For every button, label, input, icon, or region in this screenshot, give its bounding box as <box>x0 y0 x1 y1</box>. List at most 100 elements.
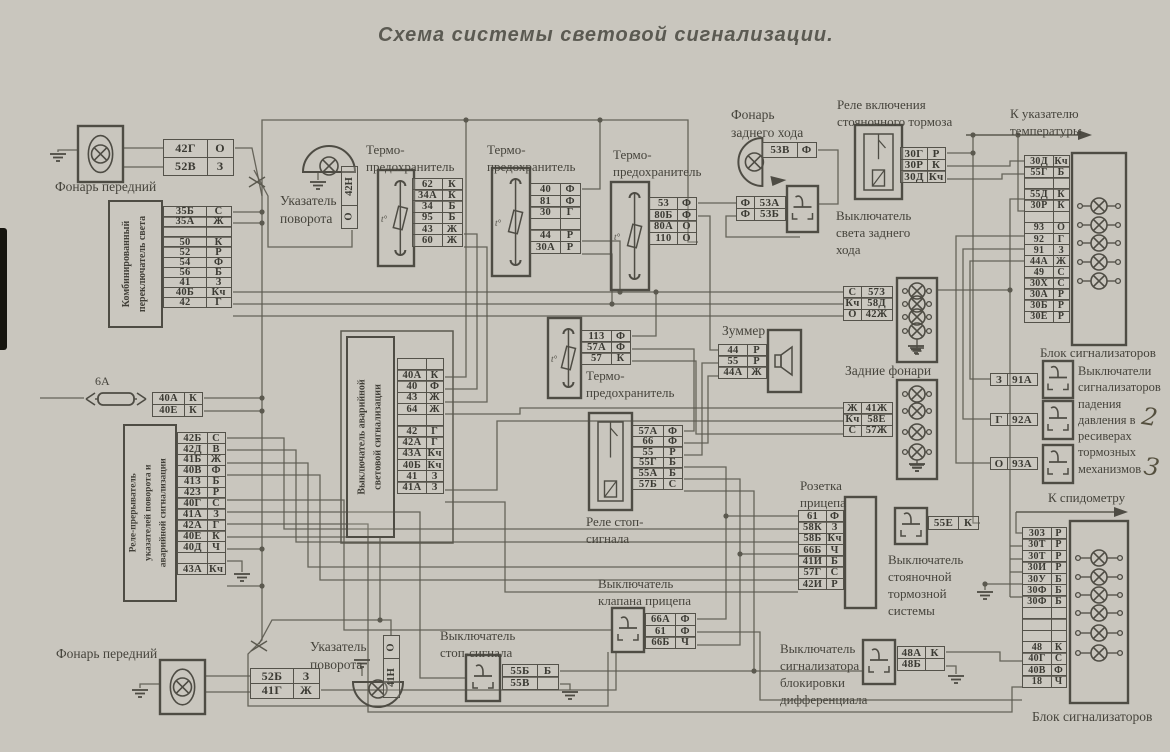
pressure-switches-label-line: сигнализаторов <box>1078 380 1161 395</box>
front-lamp-top-connector-pin: 42Г <box>163 139 208 158</box>
reverse-lamp-connector-pin: 53В <box>762 142 798 158</box>
flasher-relay-connector-color: Кч <box>206 562 226 576</box>
stop-signal-switch-label-line: стоп-сигнала <box>440 644 513 660</box>
wire <box>947 160 1024 167</box>
pressure-switch-2-connector-color: 92А <box>1006 413 1038 426</box>
thermo-fuse-3-icon: t° <box>609 180 651 292</box>
wire <box>258 619 392 645</box>
wire <box>698 215 718 351</box>
turn-indicator-bottom-label-line: Указатель <box>310 639 367 654</box>
junction-dot <box>259 583 265 589</box>
wire-crossing-icon <box>248 176 266 188</box>
signal-block-bottom-connector-color: Б <box>1050 572 1067 586</box>
ground-icon <box>562 691 578 700</box>
stop-relay-label: Реле стоп-сигнала <box>586 514 643 548</box>
flasher-relay-connector-color: Ж <box>206 453 226 467</box>
trailer-valve-switch-connector-pin: 66Б <box>645 636 676 650</box>
junction-dot <box>751 668 757 674</box>
wire <box>684 478 741 646</box>
front-lamp-bottom-icon <box>158 658 207 716</box>
front-lamp-top-connector-color: О <box>206 139 234 158</box>
junction-dot <box>259 546 265 552</box>
trailer-socket-connector-pin: 42И <box>798 577 827 591</box>
rear-lights-upper-lamps <box>895 276 939 364</box>
stop-relay-connector-pin: 57Б <box>632 478 664 491</box>
junction-dot <box>723 513 729 519</box>
trailer-socket-connector-color: Р <box>825 577 844 591</box>
thermo-fuse-mid-connector-color: К <box>610 352 631 365</box>
turn-indicator-bottom-connector-cell: 41Н <box>383 657 400 698</box>
pressure-switches-label-line: Выключатели <box>1078 364 1152 378</box>
flasher-relay-connector-color: З <box>206 508 226 521</box>
junction-dot <box>982 581 988 587</box>
diff-lock-switch-label-line: сигнализатора <box>780 657 860 673</box>
stop-signal-switch-connector-pin: 55В <box>502 676 538 690</box>
thermo-fuse-2-connector-color: Р <box>559 241 581 255</box>
parking-brake-relay-label-line: Реле включения <box>837 97 926 112</box>
wire <box>972 135 980 524</box>
wire <box>946 651 1022 662</box>
wire <box>261 119 698 243</box>
rear-lights-upper-connector-color: 58Д <box>860 297 893 310</box>
buzzer-icon <box>766 328 803 394</box>
diagram-title: Схема системы световой сигнализации. <box>378 24 834 46</box>
fuse-connector-color: К <box>183 403 203 417</box>
wire <box>227 523 1022 713</box>
thermo-fuse-1-connector-color: Ж <box>441 234 463 247</box>
signal-block-bottom-connector-color: Р <box>1050 561 1067 575</box>
thermo-fuse-1-label-line: предохранитель <box>366 158 455 174</box>
to-speedometer-arrow <box>1016 507 1128 517</box>
to-temp-gauge-label-line: К указателю <box>1010 106 1079 121</box>
junction-dot <box>609 301 615 307</box>
stop-signal-switch-icon <box>464 653 502 703</box>
combo-light-switch-connector-color: Г <box>205 296 232 309</box>
thermo-fuse-mid-label-line: предохранитель <box>586 384 675 400</box>
turn-indicator-top-connector-pin: 42Н <box>344 176 356 196</box>
wire <box>962 248 1024 420</box>
trailer-valve-switch-label-line: клапана прицепа <box>598 592 691 608</box>
buzzer-connector-color: Р <box>746 344 767 357</box>
front-lamp-bottom-connector-color: З <box>292 668 320 684</box>
signal-block-bottom-connector-color: Ч <box>1050 675 1067 689</box>
front-lamp-bottom-connector-color: Ж <box>292 682 320 699</box>
thermo-fuse-2-connector-pin: 30А <box>530 241 561 255</box>
wire <box>632 360 843 435</box>
thermo-fuse-1-icon: t° <box>376 168 416 268</box>
thermo-fuse-mid-label: Термо-предохранитель <box>586 368 674 402</box>
turn-indicator-top-connector-cell: О <box>341 204 358 229</box>
turn-indicator-bottom-connector-pin: 41Н <box>386 668 398 687</box>
pressure-switches-label-line: тормозных <box>1078 445 1137 460</box>
pressure-switch-1-connector-color: 91А <box>1006 373 1038 386</box>
pressure-switch-2-connector-pin: Г <box>990 413 1008 426</box>
trailer-valve-switch-icon <box>610 606 646 654</box>
ground-icon <box>948 675 964 684</box>
wire <box>947 173 1024 180</box>
